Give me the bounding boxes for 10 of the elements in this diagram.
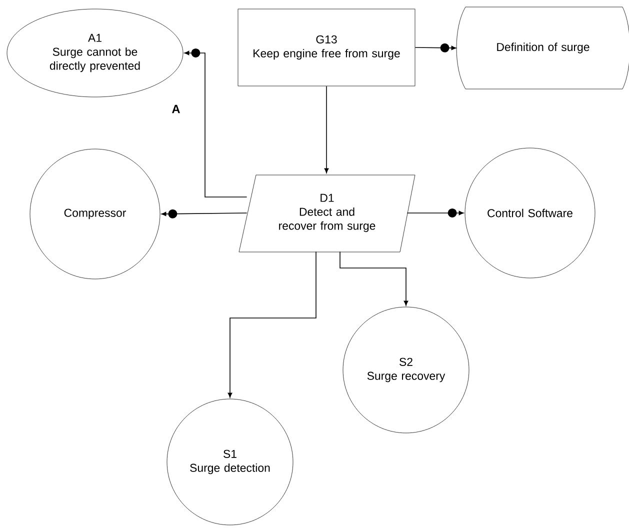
assumption-marker: A [172, 104, 180, 114]
arrow [184, 48, 248, 198]
arrow [414, 43, 456, 52]
goal-box: G13 Keep engine free from surge [238, 8, 416, 86]
strategy-parallelogram: D1 Detect and recover from surge [238, 174, 416, 252]
arrow [228, 251, 316, 398]
arrow [161, 209, 248, 218]
arrow [324, 86, 329, 174]
arrow [406, 208, 464, 218]
arrow [340, 251, 408, 306]
